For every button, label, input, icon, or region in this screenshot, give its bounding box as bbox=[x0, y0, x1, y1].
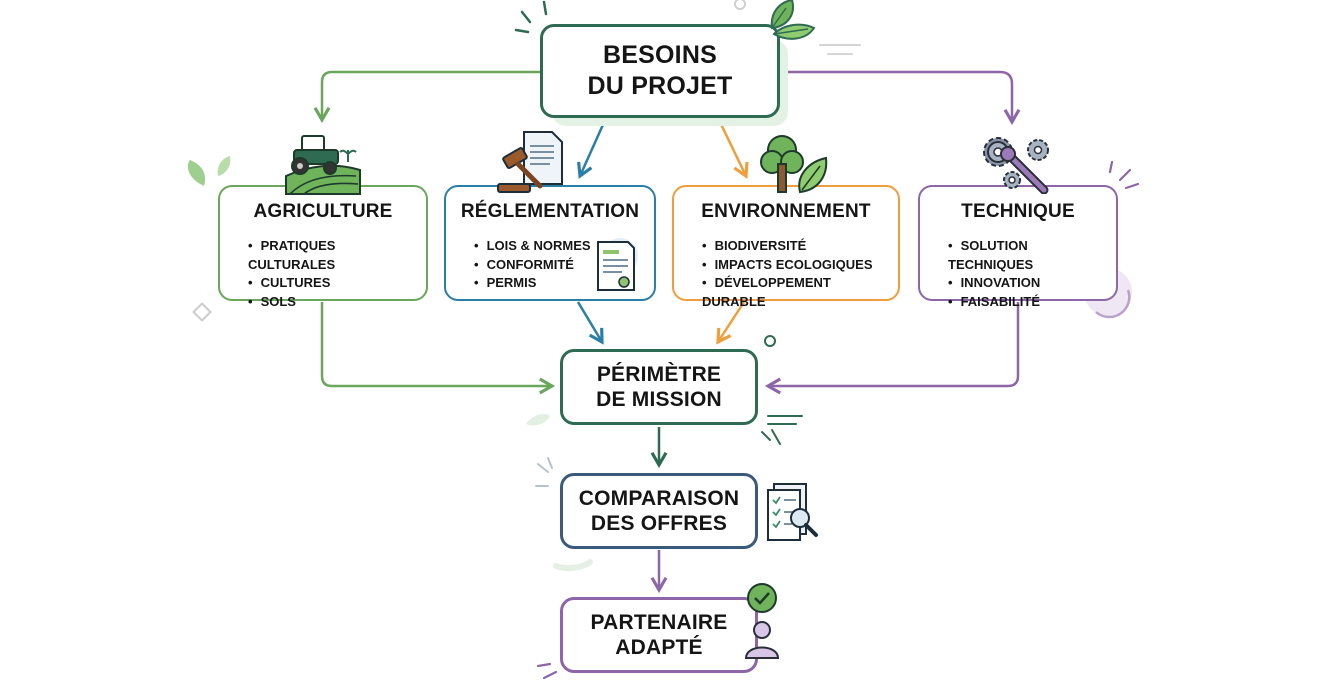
environnement-title: ENVIRONNEMENT bbox=[701, 201, 871, 222]
arrow-reglementation-perimetre bbox=[576, 301, 604, 345]
list-item: FAISABILITÉ bbox=[948, 293, 1104, 312]
agriculture-items: PRATIQUES CULTURALES CULTURES SOLS bbox=[232, 237, 414, 311]
arrow-agriculture-perimetre bbox=[320, 302, 556, 395]
agriculture-title: AGRICULTURE bbox=[253, 201, 393, 222]
list-item: INNOVATION bbox=[948, 274, 1104, 293]
gavel-document-icon bbox=[497, 131, 563, 193]
certificate-document-icon bbox=[597, 238, 638, 291]
environnement-box: ENVIRONNEMENT BIODIVERSITÉ IMPACTS ECOLO… bbox=[672, 185, 900, 309]
technique-items: SOLUTION TECHNIQUES INNOVATION FAISABILI… bbox=[932, 237, 1104, 311]
arrow-technique-perimetre bbox=[764, 302, 1020, 395]
arrow-besoins-environnement bbox=[716, 117, 749, 179]
besoins-title-line2: DU PROJET bbox=[587, 72, 733, 100]
reglementation-items: LOIS & NORMES CONFORMITÉ PERMIS bbox=[458, 237, 642, 293]
tree-leaf-icon bbox=[760, 135, 828, 194]
list-item: BIODIVERSITÉ bbox=[702, 237, 886, 256]
besoins-du-projet-box: BESOINS DU PROJET bbox=[540, 24, 780, 118]
partenaire-title-line2: ADAPTÉ bbox=[615, 636, 703, 659]
checked-user-icon bbox=[744, 583, 780, 659]
list-item: DÉVELOPPEMENT DURABLE bbox=[702, 274, 886, 311]
arrow-besoins-reglementation bbox=[577, 117, 608, 179]
checklist-magnifier-icon bbox=[767, 483, 818, 541]
leaves-icon bbox=[770, 0, 816, 40]
agriculture-box: AGRICULTURE PRATIQUES CULTURALES CULTURE… bbox=[218, 185, 428, 309]
perimetre-title-line2: DE MISSION bbox=[596, 388, 722, 411]
besoins-title-line1: BESOINS bbox=[603, 41, 717, 69]
perimetre-title-line1: PÉRIMÈTRE bbox=[596, 363, 722, 386]
tractor-field-icon bbox=[285, 135, 361, 195]
gears-wrench-icon bbox=[983, 137, 1049, 194]
list-item: PERMIS bbox=[474, 274, 642, 293]
environnement-items: BIODIVERSITÉ IMPACTS ECOLOGIQUES DÉVELOP… bbox=[686, 237, 886, 311]
comparaison-title-line2: DES OFFRES bbox=[590, 512, 728, 535]
list-item: PRATIQUES CULTURALES bbox=[248, 237, 414, 274]
list-item: SOLS bbox=[248, 293, 414, 312]
partenaire-title-line1: PARTENAIRE bbox=[590, 611, 728, 634]
list-item: CONFORMITÉ bbox=[474, 256, 642, 275]
reglementation-title: RÉGLEMENTATION bbox=[460, 201, 640, 222]
list-item: CULTURES bbox=[248, 274, 414, 293]
technique-box: TECHNIQUE SOLUTION TECHNIQUES INNOVATION… bbox=[918, 185, 1118, 309]
perimetre-de-mission-box: PÉRIMÈTRE DE MISSION bbox=[560, 349, 758, 425]
arrow-besoins-technique bbox=[778, 70, 1021, 126]
arrow-besoins-agriculture bbox=[313, 70, 542, 124]
partenaire-adapte-box: PARTENAIRE ADAPTÉ bbox=[560, 597, 758, 673]
comparaison-title-line1: COMPARAISON bbox=[578, 487, 740, 510]
list-item: LOIS & NORMES bbox=[474, 237, 642, 256]
list-item: IMPACTS ECOLOGIQUES bbox=[702, 256, 886, 275]
technique-title: TECHNIQUE bbox=[961, 201, 1075, 222]
comparaison-des-offres-box: COMPARAISON DES OFFRES bbox=[560, 473, 758, 549]
list-item: SOLUTION TECHNIQUES bbox=[948, 237, 1104, 274]
